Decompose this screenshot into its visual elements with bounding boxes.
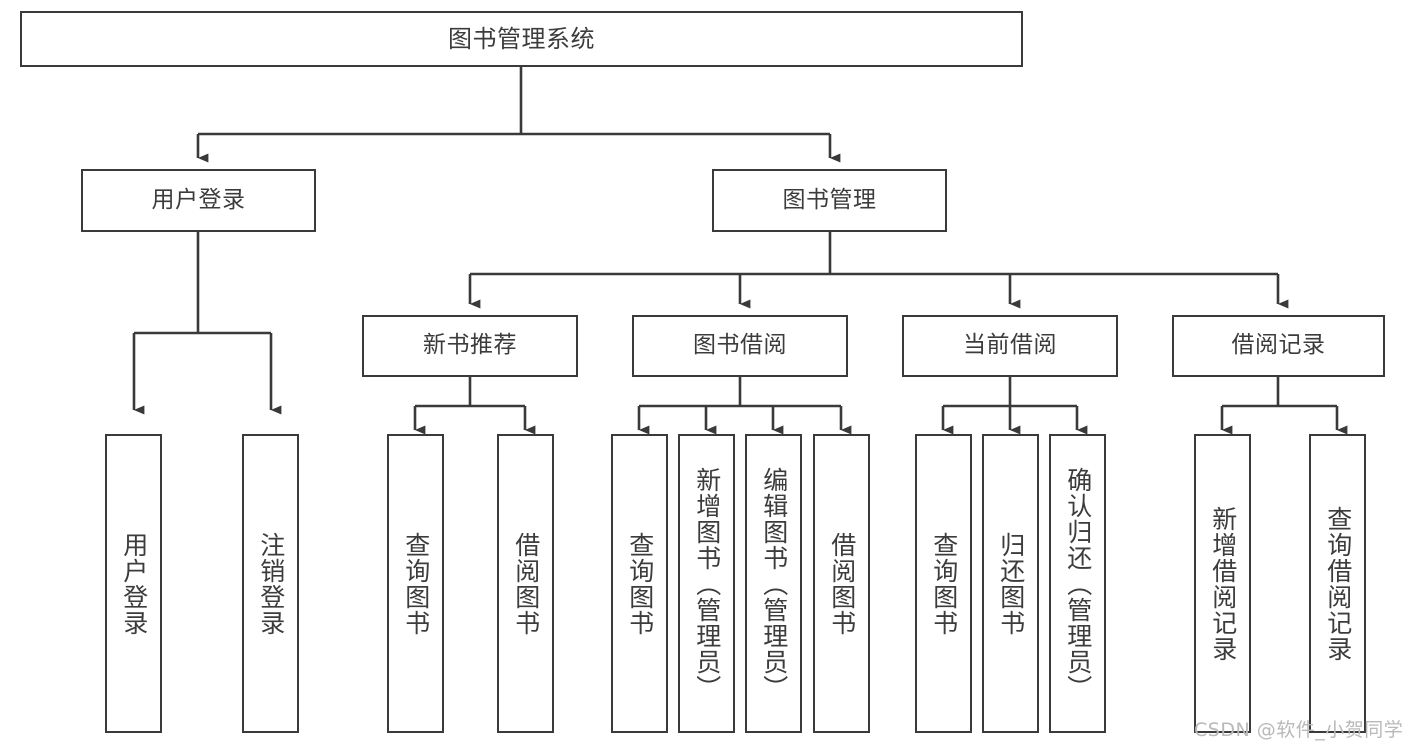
node-label: 图书管理: [782, 186, 877, 213]
node-label: 查询图书: [625, 531, 655, 636]
node-label: 查询图书: [401, 531, 431, 636]
node-leaf-borrow-book-2[interactable]: 借阅图书: [813, 434, 870, 733]
node-book-management[interactable]: 图书管理: [712, 169, 947, 232]
node-leaf-logout-login[interactable]: 注销登录: [242, 434, 299, 733]
node-current-borrow[interactable]: 当前借阅: [902, 315, 1118, 377]
node-leaf-borrow-book-1[interactable]: 借阅图书: [497, 434, 554, 733]
node-label: 编辑图书（管理员）: [759, 466, 789, 701]
node-leaf-query-book-3[interactable]: 查询图书: [915, 434, 972, 733]
node-label: 借阅图书: [511, 531, 541, 636]
node-leaf-query-book-2[interactable]: 查询图书: [611, 434, 668, 733]
node-label: 图书管理系统: [448, 24, 595, 53]
node-label: 新增图书（管理员）: [692, 466, 722, 701]
node-leaf-add-record[interactable]: 新增借阅记录: [1194, 434, 1251, 733]
node-label: 借阅记录: [1231, 332, 1326, 359]
node-leaf-user-login[interactable]: 用户登录: [105, 434, 162, 733]
node-leaf-query-book-1[interactable]: 查询图书: [387, 434, 444, 733]
node-label: 查询图书: [929, 531, 959, 636]
node-borrow-record[interactable]: 借阅记录: [1172, 315, 1385, 377]
node-leaf-edit-book[interactable]: 编辑图书（管理员）: [745, 434, 802, 733]
node-label: 借阅图书: [827, 531, 857, 636]
node-label: 新增借阅记录: [1208, 505, 1238, 662]
node-label: 确认归还（管理员）: [1063, 466, 1093, 701]
node-book-borrow[interactable]: 图书借阅: [632, 315, 848, 377]
node-leaf-confirm-return[interactable]: 确认归还（管理员）: [1049, 434, 1106, 733]
node-label: 当前借阅: [963, 332, 1057, 359]
node-leaf-query-record[interactable]: 查询借阅记录: [1309, 434, 1366, 733]
node-label: 图书借阅: [693, 332, 787, 359]
node-label: 归还图书: [996, 531, 1026, 636]
node-leaf-add-book[interactable]: 新增图书（管理员）: [678, 434, 735, 733]
node-label: 用户登录: [119, 531, 149, 636]
node-leaf-return-book[interactable]: 归还图书: [982, 434, 1039, 733]
node-new-book-recommend[interactable]: 新书推荐: [362, 315, 578, 377]
node-label: 用户登录: [151, 186, 246, 213]
node-label: 新书推荐: [423, 332, 517, 359]
node-user-login[interactable]: 用户登录: [81, 169, 316, 232]
watermark-text: CSDN @软件_小贺同学: [1194, 719, 1404, 741]
node-label: 查询借阅记录: [1323, 505, 1353, 662]
node-label: 注销登录: [256, 531, 286, 636]
node-root-system[interactable]: 图书管理系统: [20, 11, 1023, 67]
